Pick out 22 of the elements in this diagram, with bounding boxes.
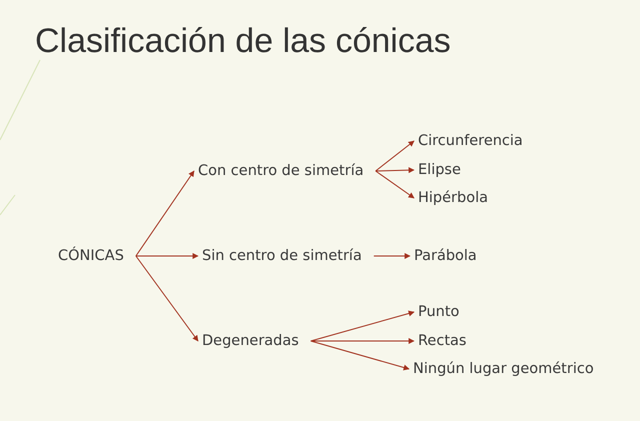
arrow — [135, 256, 198, 342]
node-label: Degeneradas — [202, 332, 299, 350]
node-label: Con centro de simetría — [198, 162, 364, 180]
arrow — [310, 310, 415, 342]
title: Clasificación de las cónicas — [35, 22, 451, 61]
arrow — [375, 170, 414, 198]
arrow — [375, 167, 415, 174]
node-label: Elipse — [418, 161, 461, 179]
node-label: Circunferencia — [418, 132, 523, 150]
node-label: Punto — [418, 303, 460, 321]
node-label: Parábola — [414, 247, 477, 265]
arrow — [135, 253, 199, 259]
node-label: Hipérbola — [418, 189, 488, 207]
arrow — [373, 253, 411, 259]
node-label: CÓNICAS — [58, 247, 124, 265]
node-label: Ningún lugar geométrico — [413, 360, 594, 378]
node-label: Rectas — [418, 332, 466, 350]
arrow — [310, 340, 410, 370]
arrow — [310, 338, 415, 344]
arrow — [375, 140, 414, 172]
arrow — [135, 170, 194, 256]
node-label: Sin centro de simetría — [202, 247, 362, 265]
